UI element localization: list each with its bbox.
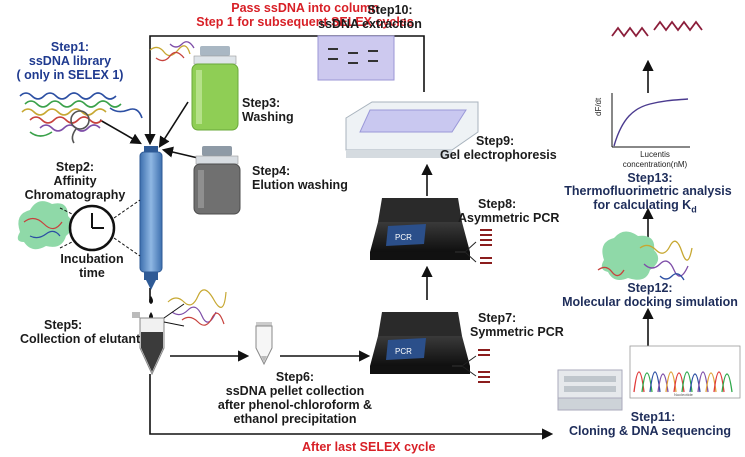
arrow-recycle-to-column (144, 35, 425, 146)
plot-y-label: dF/dt (594, 97, 603, 116)
step10-label: ssDNA extraction (318, 17, 422, 31)
step9-label: Gel electrophoresis (440, 148, 557, 162)
elution-bottle-icon (193, 146, 241, 215)
pcr-machine-step7: PCR (370, 312, 470, 374)
pcr-label-step8: PCR (395, 233, 412, 242)
step2-title: Step2: (55, 160, 95, 174)
step12-title: Step12: (627, 281, 673, 295)
droplet-1 (149, 296, 153, 304)
ssdna-gel-image (317, 35, 395, 81)
step4-label: Elution washing (252, 178, 348, 192)
step5-title: Step5: (44, 318, 83, 332)
plot-x-label-line1: Lucentis (640, 150, 670, 159)
step10-title: Step10: (367, 3, 413, 17)
collection-tube-icon (132, 312, 165, 376)
plot-x-label-line2: concentration(nM) (622, 160, 688, 169)
ssdna-library-illustration (19, 92, 143, 144)
step1-title: Step1: (50, 40, 90, 54)
selected-aptamer-illustration (611, 20, 703, 38)
step3-title: Step3: (242, 96, 281, 110)
eluted-ssdna-illustration (163, 289, 227, 327)
step1-subsequent-label: Step 1 for subsequent SELEX cycles (196, 15, 414, 29)
incubation-label-line2: time (79, 266, 105, 280)
flow-arrows (99, 35, 654, 440)
step1-label: ssDNA library (28, 54, 112, 68)
step11-label: Cloning & DNA sequencing (568, 424, 732, 438)
step1-note: ( only in SELEX 1) (16, 68, 124, 82)
step11-title: Step11: (630, 410, 676, 424)
incubation-label-line1: Incubation (60, 252, 124, 266)
step2-label-line2: Chromatography (24, 188, 126, 202)
step13-kd-subscript: d (691, 204, 697, 215)
step2-label-line1: Affinity (53, 174, 97, 188)
chromatogram-axis-label: Nucleotide (674, 392, 694, 397)
pass-ssdna-label: Pass ssDNA into column (231, 1, 379, 15)
step6-label-line3: ethanol precipitation (233, 412, 357, 426)
pcr-products-asymmetric (455, 229, 492, 264)
step13-kd-text: for calculating K (593, 198, 692, 212)
affinity-column (139, 146, 163, 320)
arrow-library-to-column (99, 119, 142, 145)
ssdna-top-illustration (149, 41, 195, 62)
step6-label-line1: ssDNA pellet collection (225, 384, 365, 398)
step13-label-line1: Thermofluorimetric analysis (564, 184, 732, 198)
after-last-cycle-label: After last SELEX cycle (302, 440, 436, 454)
dna-sequencer-icon (557, 369, 623, 411)
arrow-washing-to-column (158, 101, 189, 148)
clock-icon (59, 199, 141, 257)
binding-curve (613, 98, 689, 147)
pcr-products-symmetric (452, 349, 490, 383)
arrow-last-cycle-to-sequencing (149, 374, 554, 440)
step9-title: Step9: (476, 134, 515, 148)
chromatogram: Nucleotide (629, 345, 741, 399)
step8-title: Step8: (478, 197, 517, 211)
binding-curve-plot (611, 93, 690, 148)
step4-title: Step4: (252, 164, 291, 178)
step13-label-line2: for calculating Kd (560, 198, 730, 218)
step13-title: Step13: (627, 171, 673, 185)
docking-illustration (597, 231, 693, 281)
pcr-label-step7: PCR (395, 347, 412, 356)
step12-label: Molecular docking simulation (562, 295, 738, 309)
target-protein-illustration (17, 201, 73, 250)
step6-title: Step6: (275, 370, 315, 384)
arrow-elution-to-column (161, 146, 199, 159)
step6-label-line2: after phenol-chloroform & (217, 398, 373, 412)
washing-bottle-icon (191, 46, 239, 131)
step3-label: Washing (242, 110, 294, 124)
step7-title: Step7: (478, 311, 517, 325)
pellet-tube-icon (255, 322, 273, 366)
pcr-machine-step8: PCR (370, 198, 470, 260)
step8-label: Asymmetric PCR (458, 211, 560, 225)
step5-label: Collection of elutant (20, 332, 141, 346)
gel-electrophoresis-tray (345, 101, 479, 158)
step7-label: Symmetric PCR (470, 325, 564, 339)
